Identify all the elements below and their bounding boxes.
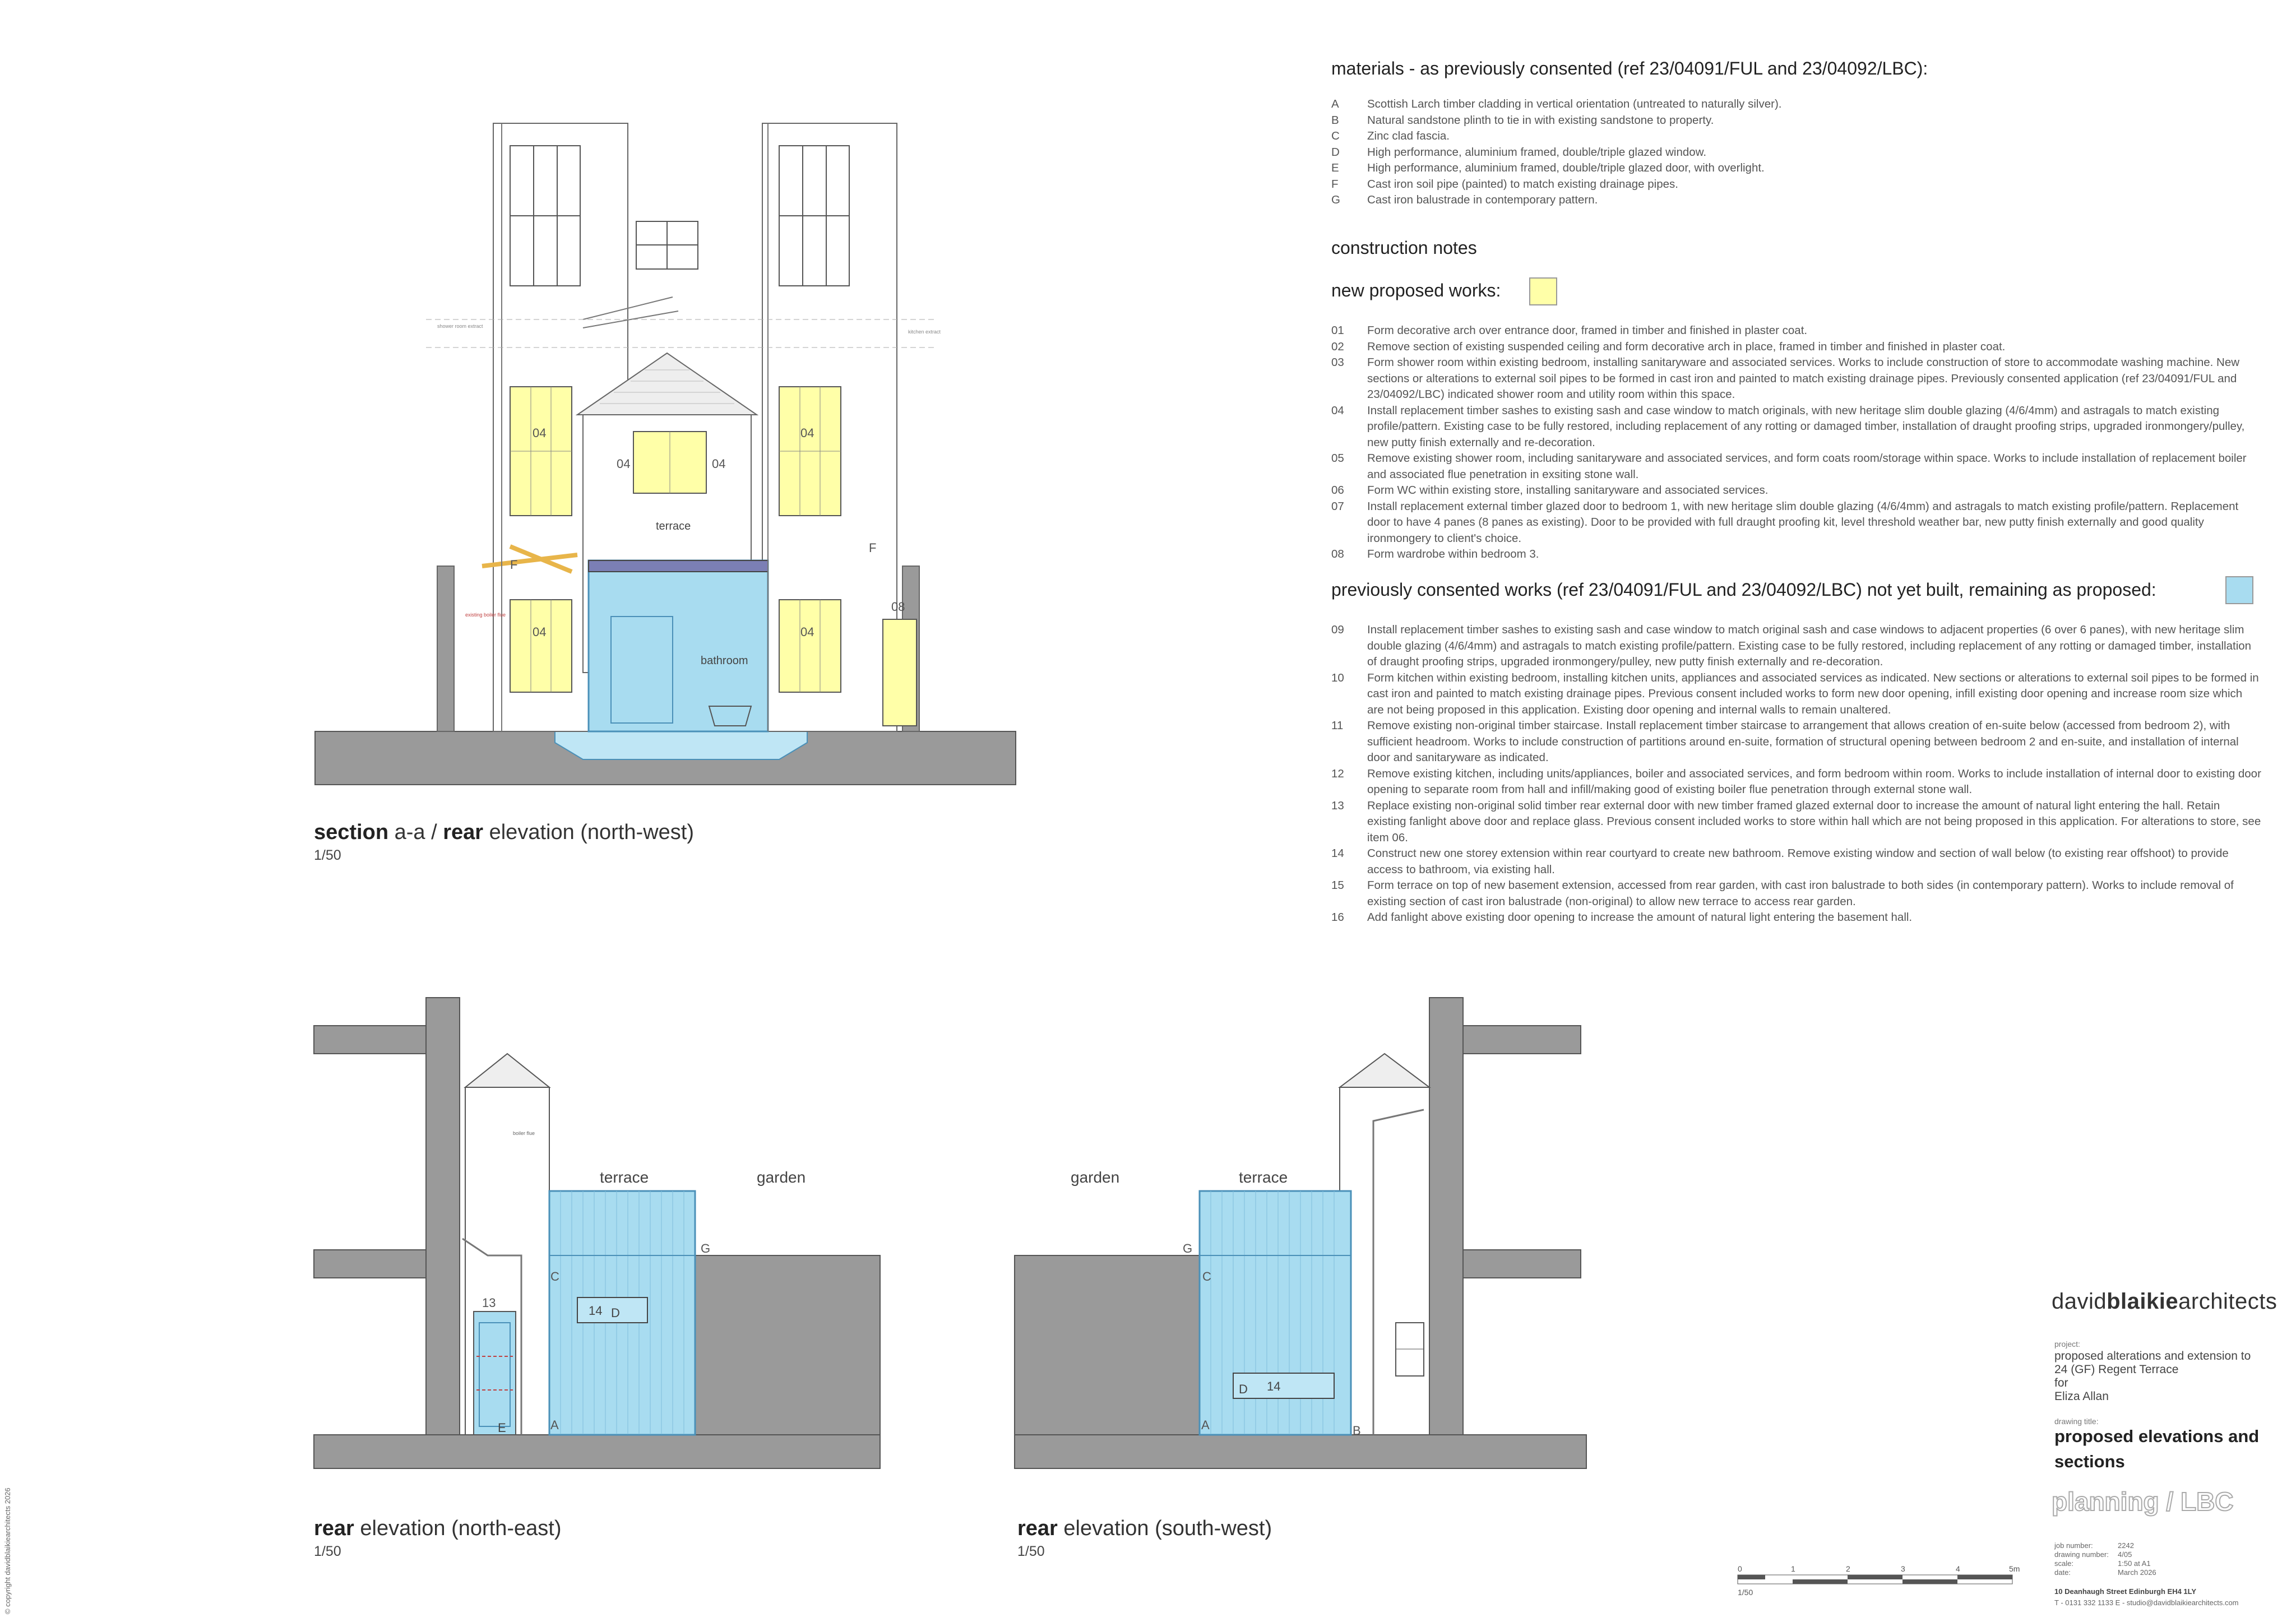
rear-sw-scale: 1/50 [1017, 1544, 1045, 1559]
drawing-title: proposed elevations and sections [2054, 1426, 2260, 1471]
sw-tag-14: 14 [1267, 1379, 1280, 1393]
shower-extract-label: shower room extract [437, 323, 483, 329]
scale-bar: 0 1 2 3 4 5m 1/50 [1737, 1564, 2020, 1597]
tag-04-f: 04 [800, 625, 814, 639]
new-works-heading: new proposed works: [1331, 280, 1501, 300]
sw-tag-a: A [1201, 1418, 1210, 1432]
tag-04-e: 04 [533, 625, 546, 639]
section-aa-caption: section a-a / rear elevation (north-west… [314, 821, 694, 844]
tag-04-c: 04 [617, 457, 630, 471]
tag-04-a: 04 [533, 426, 546, 440]
materials-heading: materials - as previously consented (ref… [1331, 58, 1928, 78]
sw-tag-d: D [1239, 1382, 1248, 1396]
bathroom-label: bathroom [701, 655, 748, 667]
tag-f-right: F [869, 541, 876, 555]
scale-tick-1: 1 [1791, 1564, 1795, 1573]
project-label: project: [2054, 1340, 2080, 1348]
ne-tag-g: G [701, 1241, 710, 1255]
meta-values: 2242 4/05 1:50 at A1 March 2026 [2118, 1541, 2156, 1577]
new-works-swatch [1529, 277, 1557, 305]
firm-contact: T - 0131 332 1133 E - studio@davidblaiki… [2054, 1598, 2239, 1607]
ne-tag-a: A [550, 1418, 559, 1432]
scale-tick-2: 2 [1846, 1564, 1850, 1573]
consented-works-swatch [2225, 576, 2253, 604]
tag-f-left: F [510, 558, 517, 572]
section-aa-drawing: terrace bathroom 04 04 04 04 04 04 08 F … [314, 123, 1016, 785]
rear-ne-caption: rear elevation (north-east) [314, 1517, 562, 1540]
kitchen-extract-label: kitchen extract [908, 329, 941, 335]
sw-tag-c: C [1202, 1269, 1211, 1283]
tag-08: 08 [891, 600, 905, 614]
terrace-label: terrace [656, 520, 691, 532]
rear-sw-caption: rear elevation (south-west) [1017, 1517, 1272, 1540]
sw-tag-g: G [1183, 1241, 1192, 1255]
ne-tag-14: 14 [589, 1304, 602, 1318]
ne-tag-c: C [550, 1269, 559, 1283]
tag-04-d: 04 [712, 457, 725, 471]
copyright-note: © copyright davidblaikiearchitects 2026 [3, 1487, 12, 1614]
rear-sw-drawing: garden terrace 14 C D A B G [1014, 997, 1587, 1469]
ne-tag-e: E [498, 1421, 506, 1435]
scale-tick-5: 5m [2009, 1564, 2020, 1573]
firm-address: 10 Deanhaugh Street Edinburgh EH4 1LY [2054, 1587, 2197, 1596]
ne-tag-d: D [611, 1306, 620, 1320]
ne-terrace-label: terrace [600, 1169, 649, 1186]
scale-tick-0: 0 [1738, 1564, 1742, 1573]
sw-terrace-label: terrace [1239, 1169, 1288, 1186]
ne-garden-label: garden [757, 1169, 806, 1186]
project-details: proposed alterations and extension to 24… [2054, 1350, 2251, 1403]
drawing-title-label: drawing title: [2054, 1417, 2099, 1426]
section-aa-scale: 1/50 [314, 847, 341, 863]
ne-tag-13: 13 [482, 1296, 496, 1310]
construction-notes-heading: construction notes [1331, 238, 1477, 258]
meta-labels: job number: drawing number: scale: date: [2054, 1541, 2109, 1577]
sw-garden-label: garden [1071, 1169, 1119, 1186]
firm-name: davidblaikiearchitects [2052, 1289, 2278, 1314]
rear-ne-drawing: terrace garden 13 14 C D E A G boiler fl… [313, 997, 881, 1469]
sw-tag-b: B [1353, 1424, 1361, 1438]
boiler-flue-label: existing boiler flue [465, 612, 506, 618]
scale-ratio: 1/50 [1738, 1588, 1753, 1597]
scale-tick-4: 4 [1956, 1564, 1960, 1573]
consented-works-heading: previously consented works (ref 23/04091… [1331, 580, 2156, 600]
ne-boiler-flue: boiler flue [513, 1130, 535, 1136]
tag-04-b: 04 [800, 426, 814, 440]
planning-stamp: planning / LBC [2051, 1486, 2234, 1517]
rear-ne-scale: 1/50 [314, 1544, 341, 1559]
scale-tick-3: 3 [1901, 1564, 1905, 1573]
